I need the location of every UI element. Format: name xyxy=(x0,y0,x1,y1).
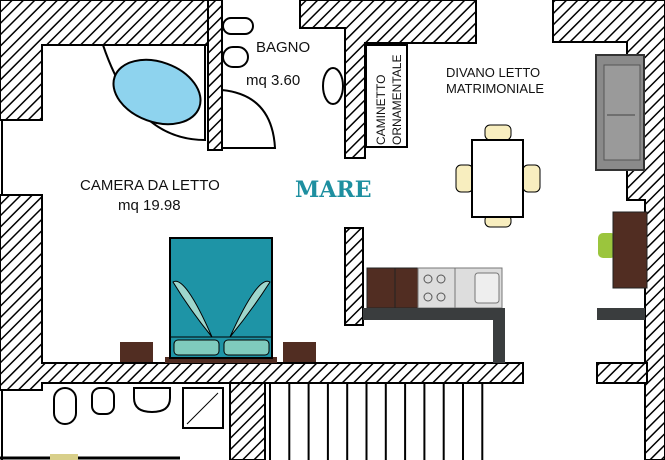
fireplace xyxy=(365,44,408,148)
living-label-1: DIVANO LETTO xyxy=(446,65,540,80)
bathroom-area: mq 3.60 xyxy=(246,72,300,89)
nightstand-left xyxy=(120,342,153,362)
bedroom-name: CAMERA DA LETTO xyxy=(80,177,220,194)
wall-bath-right xyxy=(299,0,477,159)
nightstand-right xyxy=(283,342,316,362)
fireplace-label-1: CAMINETTO xyxy=(374,75,388,145)
shower xyxy=(221,88,277,149)
fireplace-label-2: ORNAMENTALE xyxy=(390,55,404,145)
bed xyxy=(120,237,316,363)
wall-left-bottom xyxy=(0,194,524,391)
wall-bath-left xyxy=(207,0,223,151)
apartment-title: MARE xyxy=(295,177,371,203)
bathtub xyxy=(101,44,206,142)
stove-icon xyxy=(417,267,456,309)
sofa-bed xyxy=(595,54,645,171)
sink-icon xyxy=(322,67,344,105)
chair-green xyxy=(598,233,616,258)
dining-table xyxy=(455,124,541,228)
wall-top-left xyxy=(0,0,216,121)
living-label-2: MATRIMONIALE xyxy=(446,81,544,96)
kitchen xyxy=(363,267,505,363)
desk xyxy=(612,211,648,289)
bedroom-area: mq 19.98 xyxy=(118,197,181,214)
wall-bottom-right xyxy=(596,362,648,384)
counter-right xyxy=(597,308,645,320)
stairs xyxy=(269,383,484,460)
lower-bathroom-fixtures xyxy=(50,387,224,460)
wall-lower xyxy=(229,382,266,460)
toilet-icon xyxy=(222,17,254,68)
bathroom-name: BAGNO xyxy=(256,39,310,56)
wall-middle xyxy=(344,227,364,326)
